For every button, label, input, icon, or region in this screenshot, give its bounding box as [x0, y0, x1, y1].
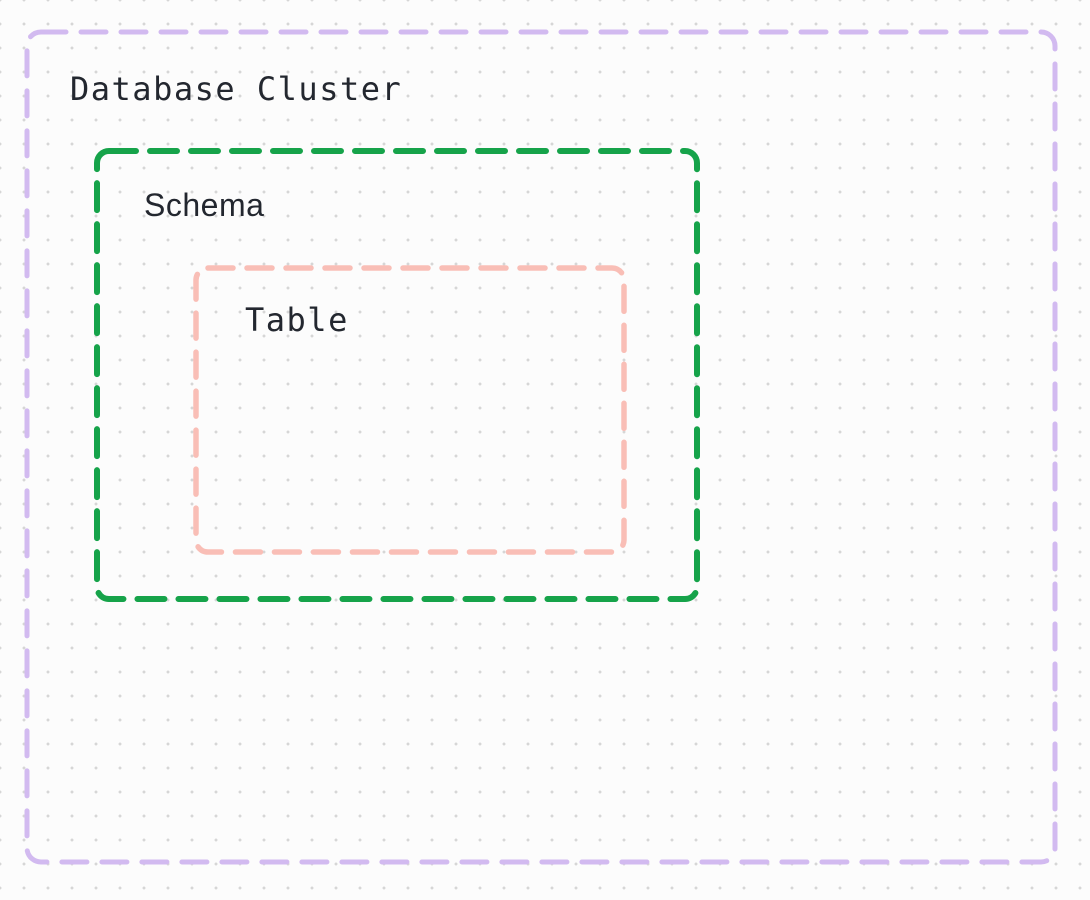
database-cluster-label: Database Cluster — [70, 70, 403, 108]
schema-label: Schema — [144, 187, 265, 223]
database-cluster-box — [24, 29, 1058, 865]
schema-box — [94, 148, 700, 602]
table-box — [193, 265, 627, 555]
table-label: Table — [245, 301, 349, 339]
